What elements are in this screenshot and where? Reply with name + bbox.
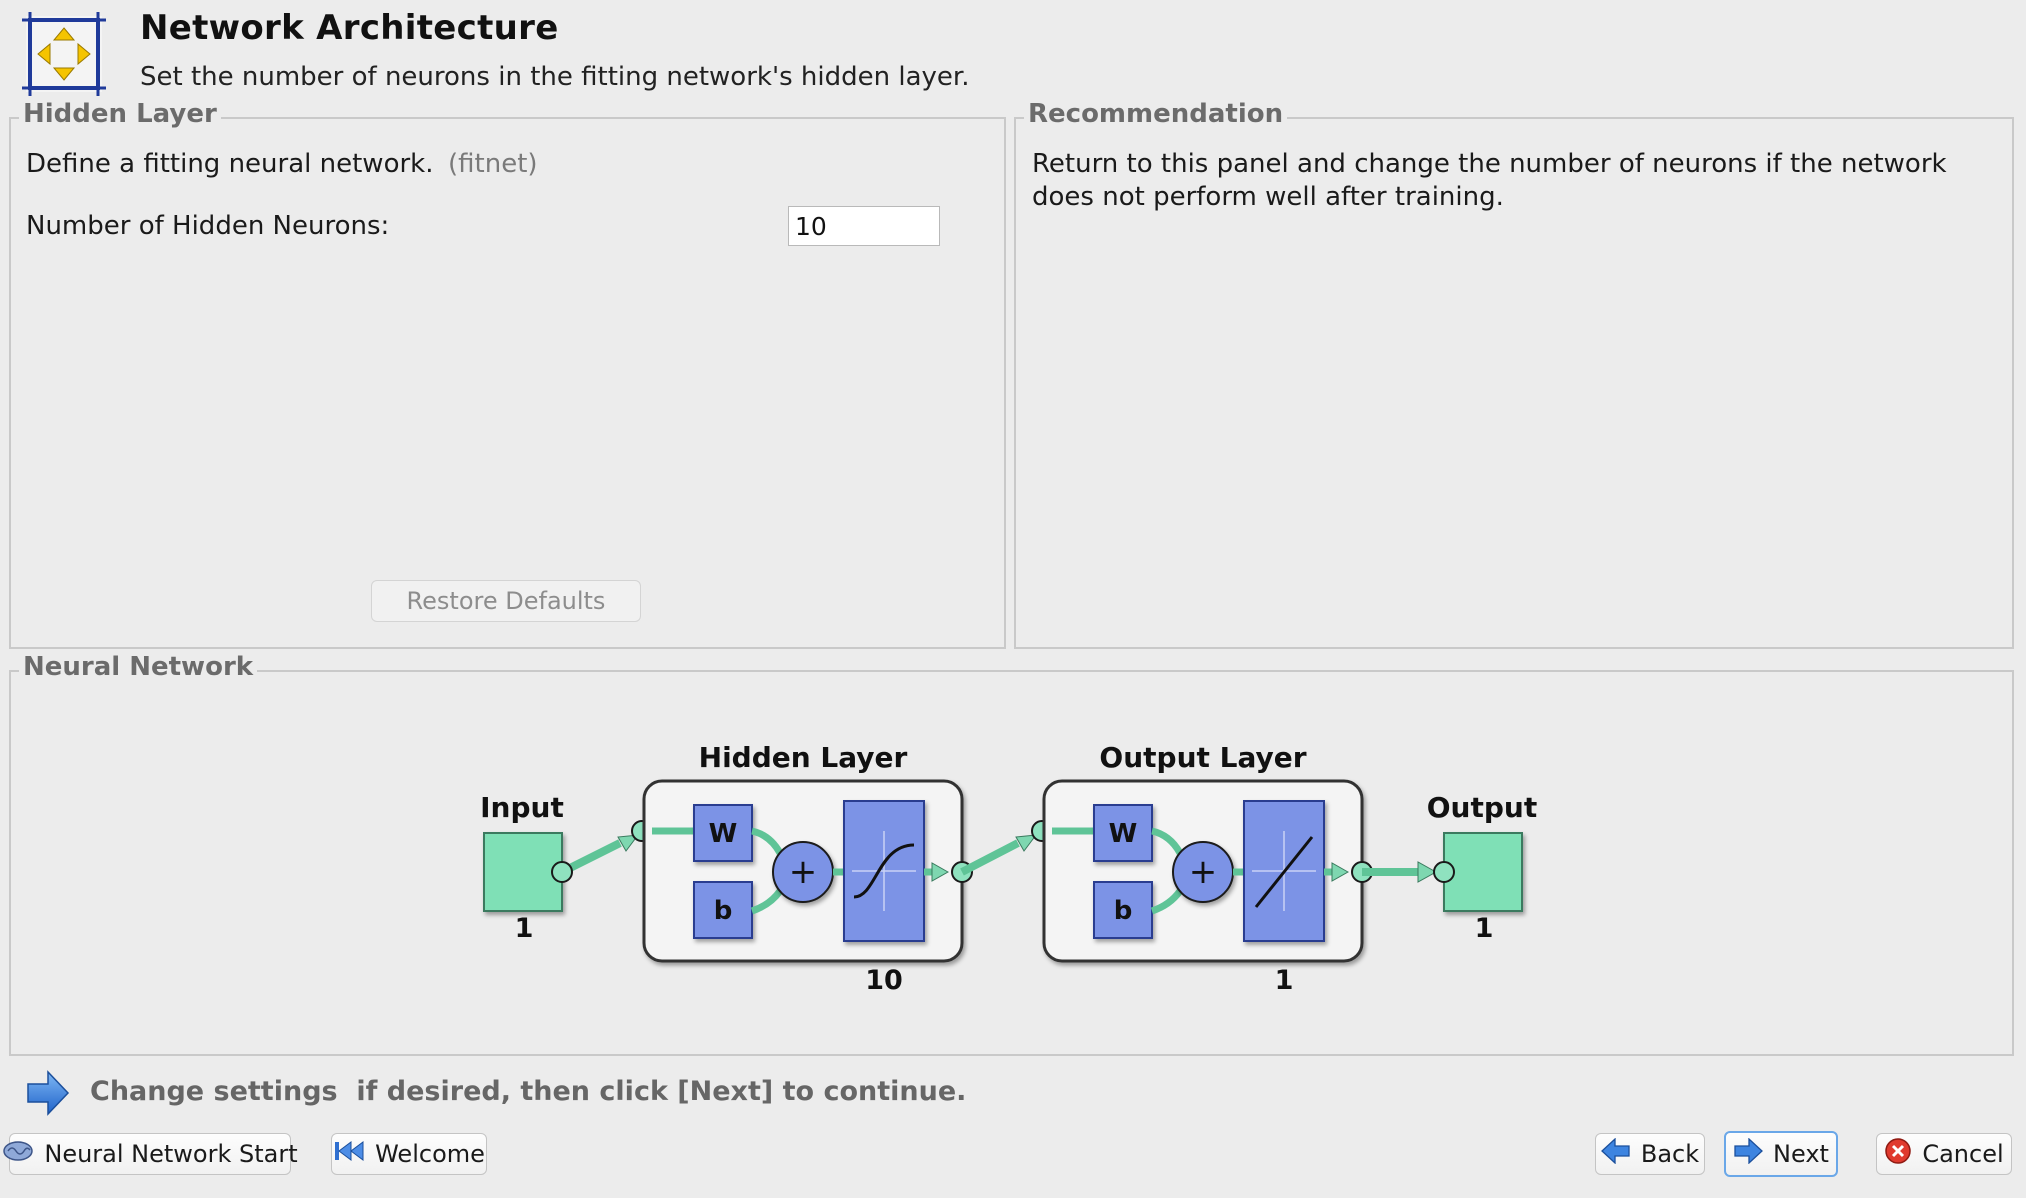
back-button[interactable]: Back — [1595, 1133, 1705, 1175]
hidden-layer-title: Hidden Layer — [699, 741, 908, 774]
restore-defaults-button[interactable]: Restore Defaults — [371, 580, 641, 622]
hidden-weight-block — [693, 804, 753, 862]
output-weight-block — [1093, 804, 1153, 862]
hidden-weight-label: W — [709, 819, 738, 849]
hidden-neurons-label: Number of Hidden Neurons: — [26, 211, 390, 241]
brain-icon — [2, 1139, 34, 1169]
output-layer-title: Output Layer — [1099, 741, 1306, 774]
hidden-layer-size: 10 — [865, 965, 903, 996]
network-description: Define a fitting neural network. — [26, 149, 434, 179]
output-size: 1 — [1475, 913, 1494, 944]
welcome-button[interactable]: Welcome — [331, 1133, 487, 1175]
next-button[interactable]: Next — [1724, 1131, 1838, 1177]
output-layer-size: 1 — [1275, 965, 1294, 996]
welcome-label: Welcome — [375, 1140, 485, 1168]
input-block — [483, 832, 563, 912]
hidden-neurons-input[interactable] — [788, 206, 940, 246]
network-diagram: Input 1 Hidden Layer W b + 10 Out — [470, 735, 1560, 1009]
hidden-bias-block — [693, 881, 753, 939]
output-bias-block — [1093, 881, 1153, 939]
page-subtitle: Set the number of neurons in the fitting… — [140, 62, 970, 92]
recommendation-text: Return to this panel and change the numb… — [1032, 149, 1947, 212]
input-label: Input — [480, 791, 564, 824]
cancel-label: Cancel — [1922, 1140, 2004, 1168]
hidden-layer-panel: Hidden Layer — [9, 99, 1006, 649]
page-title: Network Architecture — [140, 8, 559, 48]
arrow-right-small-icon — [1733, 1137, 1764, 1170]
output-weight-label: W — [1109, 819, 1138, 849]
linear-icon — [1254, 836, 1314, 908]
back-label: Back — [1640, 1140, 1700, 1168]
function-name: (fitnet) — [448, 149, 538, 179]
hidden-layer-panel-title: Hidden Layer — [19, 99, 221, 129]
neural-network-start-button[interactable]: Neural Network Start — [3, 1133, 298, 1175]
arrow-right-icon — [26, 1070, 70, 1120]
svg-text:+: + — [789, 852, 818, 892]
output-label: Output — [1427, 791, 1537, 824]
restore-defaults-label: Restore Defaults — [406, 587, 606, 615]
output-block — [1443, 832, 1523, 912]
svg-text:+: + — [1189, 852, 1218, 892]
recommendation-panel: Recommendation — [1014, 99, 2014, 649]
neural-network-start-label: Neural Network Start — [44, 1140, 298, 1168]
next-label: Next — [1773, 1140, 1829, 1168]
hidden-bias-label: b — [714, 896, 733, 926]
network-architecture-icon — [22, 12, 106, 96]
neural-network-panel-title: Neural Network — [19, 652, 258, 682]
recommendation-panel-title: Recommendation — [1024, 99, 1288, 129]
neural-network-panel: Neural Network — [9, 652, 2014, 1056]
arrow-left-icon — [1600, 1137, 1631, 1170]
cancel-button[interactable]: Cancel — [1876, 1133, 2012, 1175]
sigmoid-icon — [853, 843, 915, 899]
input-size: 1 — [515, 913, 534, 944]
status-message: Change settings if desired, then click [… — [90, 1076, 967, 1107]
output-bias-label: b — [1114, 896, 1133, 926]
close-icon — [1884, 1137, 1912, 1171]
rewind-icon — [333, 1139, 365, 1169]
